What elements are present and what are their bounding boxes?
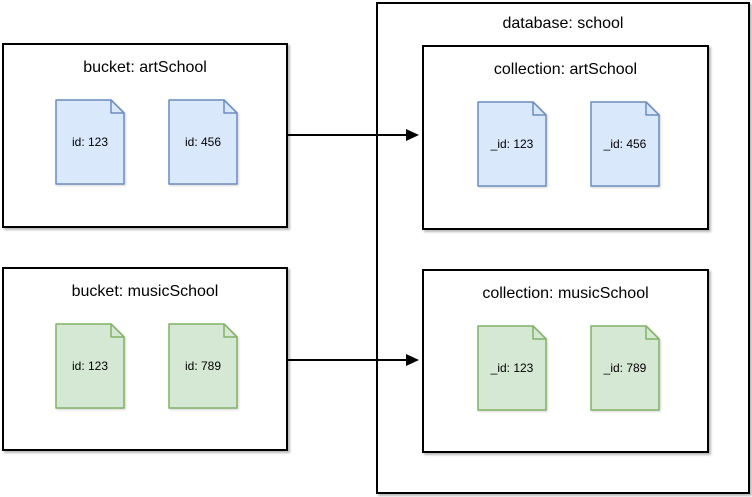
document-label: id: 123 <box>71 135 109 149</box>
database-school-box: database: school collection: artSchool _… <box>376 2 750 494</box>
collection-musicschool-box: collection: musicSchool _id: 123 _id: 78… <box>422 269 709 453</box>
document-label: id: 789 <box>184 359 222 373</box>
bucket-artschool-title: bucket: artSchool <box>83 59 207 76</box>
bucket-musicschool-title: bucket: musicSchool <box>71 283 219 300</box>
database-school-title: database: school <box>502 15 624 32</box>
document-shape: id: 123 <box>55 99 125 185</box>
document-label: id: 123 <box>71 359 109 373</box>
arrow-line <box>288 359 407 361</box>
document-label: _id: 789 <box>603 361 647 375</box>
document-icon <box>168 323 238 409</box>
bucket-artschool-box: bucket: artSchool id: 123 id: 456 <box>2 43 288 228</box>
document-shape: id: 123 <box>55 323 125 409</box>
document-icon <box>55 99 125 185</box>
bucket-musicschool-box: bucket: musicSchool id: 123 id: 789 <box>2 267 288 451</box>
document-icon <box>55 323 125 409</box>
document-label: _id: 123 <box>490 137 534 151</box>
collection-artschool-title: collection: artSchool <box>493 61 638 78</box>
document-icon <box>168 99 238 185</box>
arrow-head-icon <box>406 129 419 141</box>
document-shape: id: 456 <box>168 99 238 185</box>
collection-musicschool-title: collection: musicSchool <box>482 285 649 302</box>
document-shape: id: 789 <box>168 323 238 409</box>
document-shape: _id: 123 <box>477 325 547 411</box>
document-icon <box>477 325 547 411</box>
document-label: id: 456 <box>184 135 222 149</box>
document-icon <box>590 325 660 411</box>
document-icon <box>477 101 547 187</box>
document-label: _id: 123 <box>490 361 534 375</box>
arrow-head-icon <box>406 354 419 366</box>
document-shape: _id: 456 <box>590 101 660 187</box>
document-label: _id: 456 <box>603 137 647 151</box>
document-shape: _id: 789 <box>590 325 660 411</box>
arrow-line <box>288 134 407 136</box>
document-shape: _id: 123 <box>477 101 547 187</box>
document-icon <box>590 101 660 187</box>
collection-artschool-box: collection: artSchool _id: 123 _id: 456 <box>422 45 709 230</box>
